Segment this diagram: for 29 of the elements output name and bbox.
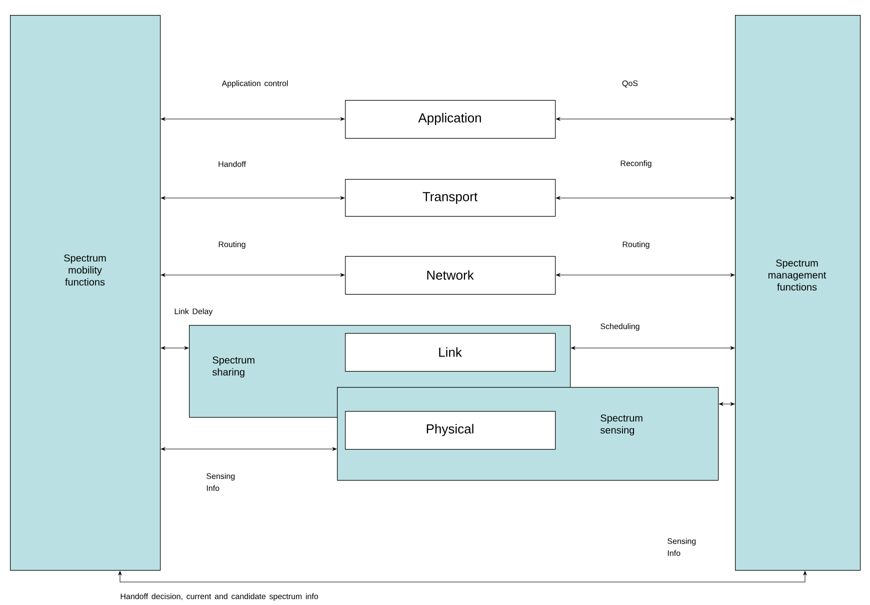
layer-box: Application bbox=[345, 100, 556, 139]
arrow bbox=[161, 346, 189, 350]
arrow bbox=[571, 346, 735, 350]
layer-box: Network bbox=[345, 256, 556, 295]
edge-label: Scheduling bbox=[600, 323, 640, 331]
edge-label: Link Delay bbox=[174, 308, 213, 316]
arrow bbox=[719, 402, 735, 406]
layer-box: Transport bbox=[345, 179, 556, 217]
layer-box: Link bbox=[345, 333, 556, 372]
edge-label: Routing bbox=[218, 241, 246, 249]
layer-box: Physical bbox=[345, 411, 556, 450]
note-label: Sensing Info bbox=[668, 538, 696, 556]
edge-label: Handoff decision, current and candidate spectrum info bbox=[120, 593, 318, 601]
edge-label: Sensing Info bbox=[206, 473, 235, 491]
edge-label: Reconfig bbox=[620, 160, 652, 168]
edge-label: Application control bbox=[222, 80, 288, 88]
edge-label: Routing bbox=[622, 241, 650, 249]
function-panel: Spectrum mobility functions bbox=[10, 15, 161, 571]
edge-label: QoS bbox=[622, 80, 638, 88]
arrow bbox=[161, 117, 345, 121]
arrow bbox=[161, 273, 345, 277]
arrow bbox=[556, 196, 735, 200]
arrow bbox=[556, 117, 735, 121]
edge-label: Handoff bbox=[218, 161, 246, 167]
arrow bbox=[161, 196, 345, 200]
function-panel: Spectrum management functions bbox=[735, 15, 861, 571]
arrow bbox=[118, 571, 807, 582]
arrow bbox=[161, 447, 337, 451]
arrow bbox=[556, 273, 735, 277]
